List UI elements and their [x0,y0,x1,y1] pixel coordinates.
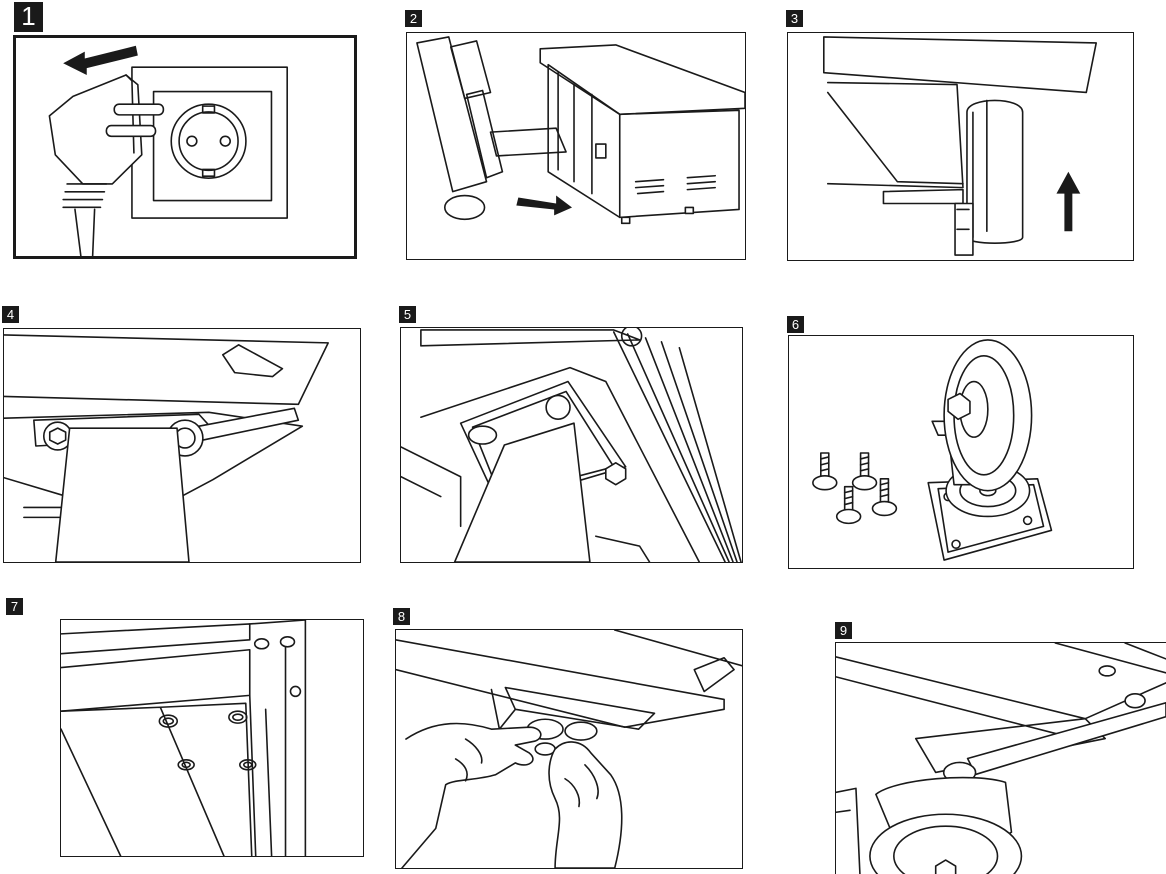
step-1-panel: 1 [0,0,360,262]
step-9-number: 9 [835,622,852,639]
step-2-panel: 2 [405,10,750,262]
step-1-illustration [13,35,357,259]
step-3-panel: 3 [786,10,1136,263]
step-6-illustration [788,335,1134,569]
bolt-icon [813,453,837,490]
step-8-panel: 8 [393,608,746,872]
step-8-illustration [395,629,743,869]
step-6-panel: 6 [787,316,1137,572]
step-4-number: 4 [2,306,19,323]
step-5-number: 5 [399,306,416,323]
step-4-panel: 4 [2,306,364,566]
step-5-illustration [400,327,743,563]
step-7-panel: 7 [6,598,368,860]
step-7-illustration [60,619,364,857]
step-9-illustration [835,642,1166,874]
step-3-number: 3 [786,10,803,27]
step-8-number: 8 [393,608,410,625]
step-9-panel: 9 [835,622,1166,874]
step-3-illustration [787,32,1134,261]
step-4-illustration [3,328,361,563]
step-2-illustration [406,32,746,260]
step-1-number: 1 [14,2,43,32]
step-6-number: 6 [787,316,804,333]
step-7-number: 7 [6,598,23,615]
step-2-number: 2 [405,10,422,27]
step-5-panel: 5 [399,306,745,566]
